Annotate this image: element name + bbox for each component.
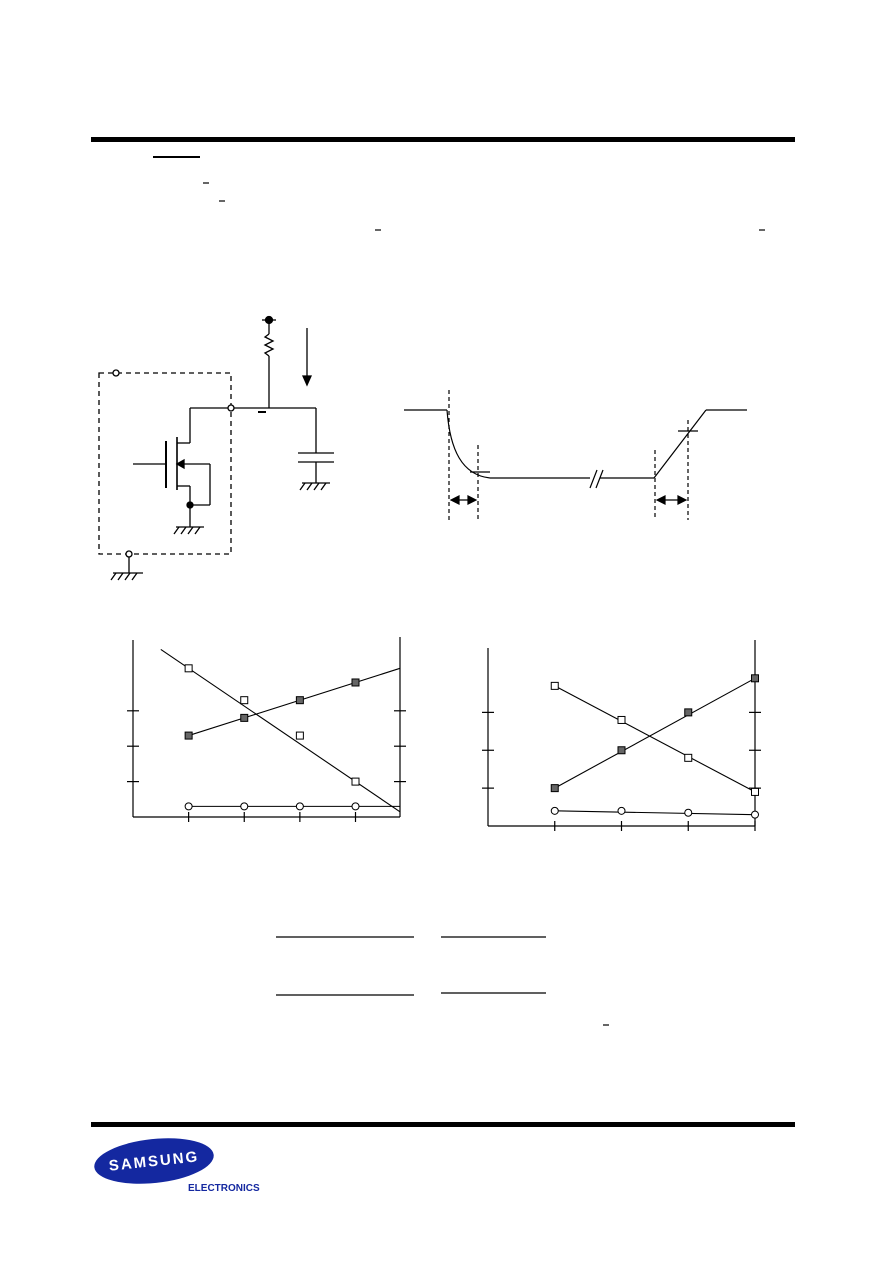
- data-point: [751, 810, 759, 819]
- data-point: [684, 708, 693, 717]
- series-line: [554, 677, 756, 789]
- data-point: [617, 715, 626, 724]
- footer-rule: [91, 1122, 795, 1127]
- resistor: [263, 333, 275, 357]
- header-rule: [91, 137, 795, 142]
- data-point: [550, 681, 559, 690]
- chart-left: [127, 648, 406, 822]
- data-point: [240, 696, 249, 705]
- data-point: [295, 802, 304, 811]
- series-line: [188, 667, 401, 737]
- data-point: [184, 802, 193, 811]
- data-point: [751, 787, 759, 796]
- data-point: [617, 746, 626, 755]
- data-point: [684, 753, 693, 762]
- output-pin: [227, 404, 235, 412]
- data-point: [351, 678, 360, 687]
- data-point: [295, 731, 304, 740]
- series-line: [160, 648, 401, 813]
- data-point: [240, 802, 249, 811]
- series-line: [554, 685, 756, 793]
- data-point: [295, 696, 304, 705]
- data-point: [617, 806, 626, 815]
- vdd-pin: [112, 369, 120, 377]
- data-point: [684, 808, 693, 817]
- series-line: [554, 810, 756, 816]
- data-point: [240, 713, 249, 722]
- device-box: [98, 372, 232, 555]
- data-point: [351, 802, 360, 811]
- data-point: [550, 806, 559, 815]
- rise-edge: [653, 409, 707, 479]
- circuit-schematic: [98, 315, 334, 581]
- logo-sub: ELECTRONICS: [188, 1183, 260, 1194]
- chart-left-frame: [132, 637, 401, 818]
- data-point: [184, 664, 193, 673]
- data-point: [550, 784, 559, 793]
- fall-edge: [446, 409, 491, 479]
- data-point: [751, 674, 759, 683]
- chart-right-frame: [487, 640, 756, 827]
- gnd-pin: [125, 550, 133, 558]
- data-point: [351, 777, 360, 786]
- chart-right: [482, 674, 761, 831]
- data-point: [184, 731, 193, 740]
- timing-waveform: [404, 390, 747, 520]
